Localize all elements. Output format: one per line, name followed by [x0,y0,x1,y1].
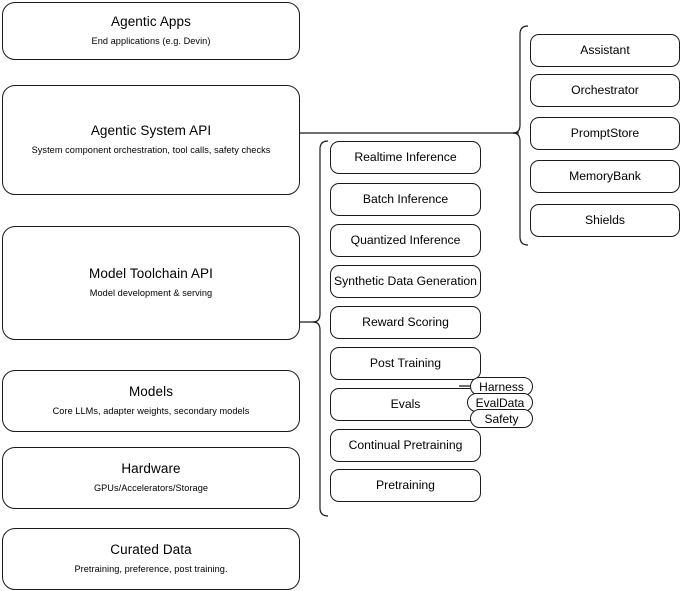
layer-subtitle: GPUs/Accelerators/Storage [93,483,209,494]
system-component-label: Shields [585,212,625,227]
layer-agentic-system-api[interactable]: Agentic System API System component orch… [2,85,300,195]
layer-curated-data[interactable]: Curated Data Pretraining, preference, po… [2,528,300,590]
layer-subtitle: Pretraining, preference, post training. [74,564,228,575]
eval-subitem-label: Safety [484,411,519,426]
layer-agentic-apps[interactable]: Agentic Apps End applications (e.g. Devi… [2,2,300,60]
toolchain-item-realtime-inference[interactable]: Realtime Inference [330,141,481,174]
eval-subitem-label: EvalData [475,395,525,410]
layer-title: Models [128,384,174,400]
system-component-memorybank[interactable]: MemoryBank [530,160,680,193]
system-component-label: PromptStore [570,125,640,140]
layer-subtitle: Core LLMs, adapter weights, secondary mo… [52,406,250,417]
toolchain-item-synthetic-data-generation[interactable]: Synthetic Data Generation [330,265,481,298]
layer-title: Curated Data [110,542,192,558]
toolchain-item-label: Batch Inference [362,191,449,206]
toolchain-item-label: Evals [390,396,421,411]
system-component-label: Assistant [580,42,630,57]
layer-subtitle: Model development & serving [89,288,213,299]
toolchain-item-label: Reward Scoring [362,314,449,329]
eval-subitem-label: Harness [479,379,524,394]
bracket-toolchain-items [312,140,329,517]
toolchain-item-post-training[interactable]: Post Training [330,347,481,380]
layer-title: Agentic Apps [110,14,191,30]
layer-subtitle: End applications (e.g. Devin) [91,36,211,47]
system-component-orchestrator[interactable]: Orchestrator [530,74,680,107]
layer-hardware[interactable]: Hardware GPUs/Accelerators/Storage [2,447,300,509]
system-component-label: Orchestrator [571,82,639,97]
toolchain-item-quantized-inference[interactable]: Quantized Inference [330,224,481,257]
system-component-shields[interactable]: Shields [530,204,680,237]
toolchain-item-label: Synthetic Data Generation [334,273,477,288]
layer-model-toolchain-api[interactable]: Model Toolchain API Model development & … [2,226,300,340]
toolchain-item-batch-inference[interactable]: Batch Inference [330,183,481,216]
toolchain-item-evals[interactable]: Evals [330,388,481,421]
layer-title: Hardware [121,461,181,477]
layer-models[interactable]: Models Core LLMs, adapter weights, secon… [2,370,300,432]
system-component-label: MemoryBank [569,168,641,183]
toolchain-item-reward-scoring[interactable]: Reward Scoring [330,306,481,339]
layer-subtitle: System component orchestration, tool cal… [31,145,271,156]
eval-subitem-evaldata[interactable]: EvalData [467,393,533,412]
eval-subitem-safety[interactable]: Safety [470,409,533,428]
system-component-assistant[interactable]: Assistant [530,34,680,67]
toolchain-item-pretraining[interactable]: Pretraining [330,469,481,502]
layer-title: Agentic System API [90,123,212,139]
toolchain-item-label: Continual Pretraining [348,437,463,452]
bracket-system-components [512,25,529,246]
toolchain-item-label: Pretraining [376,477,435,492]
toolchain-item-label: Realtime Inference [354,149,457,164]
system-component-promptstore[interactable]: PromptStore [530,117,680,150]
toolchain-item-label: Post Training [369,355,442,370]
toolchain-item-continual-pretraining[interactable]: Continual Pretraining [330,429,481,462]
layer-title: Model Toolchain API [89,266,213,282]
toolchain-item-label: Quantized Inference [350,232,461,247]
